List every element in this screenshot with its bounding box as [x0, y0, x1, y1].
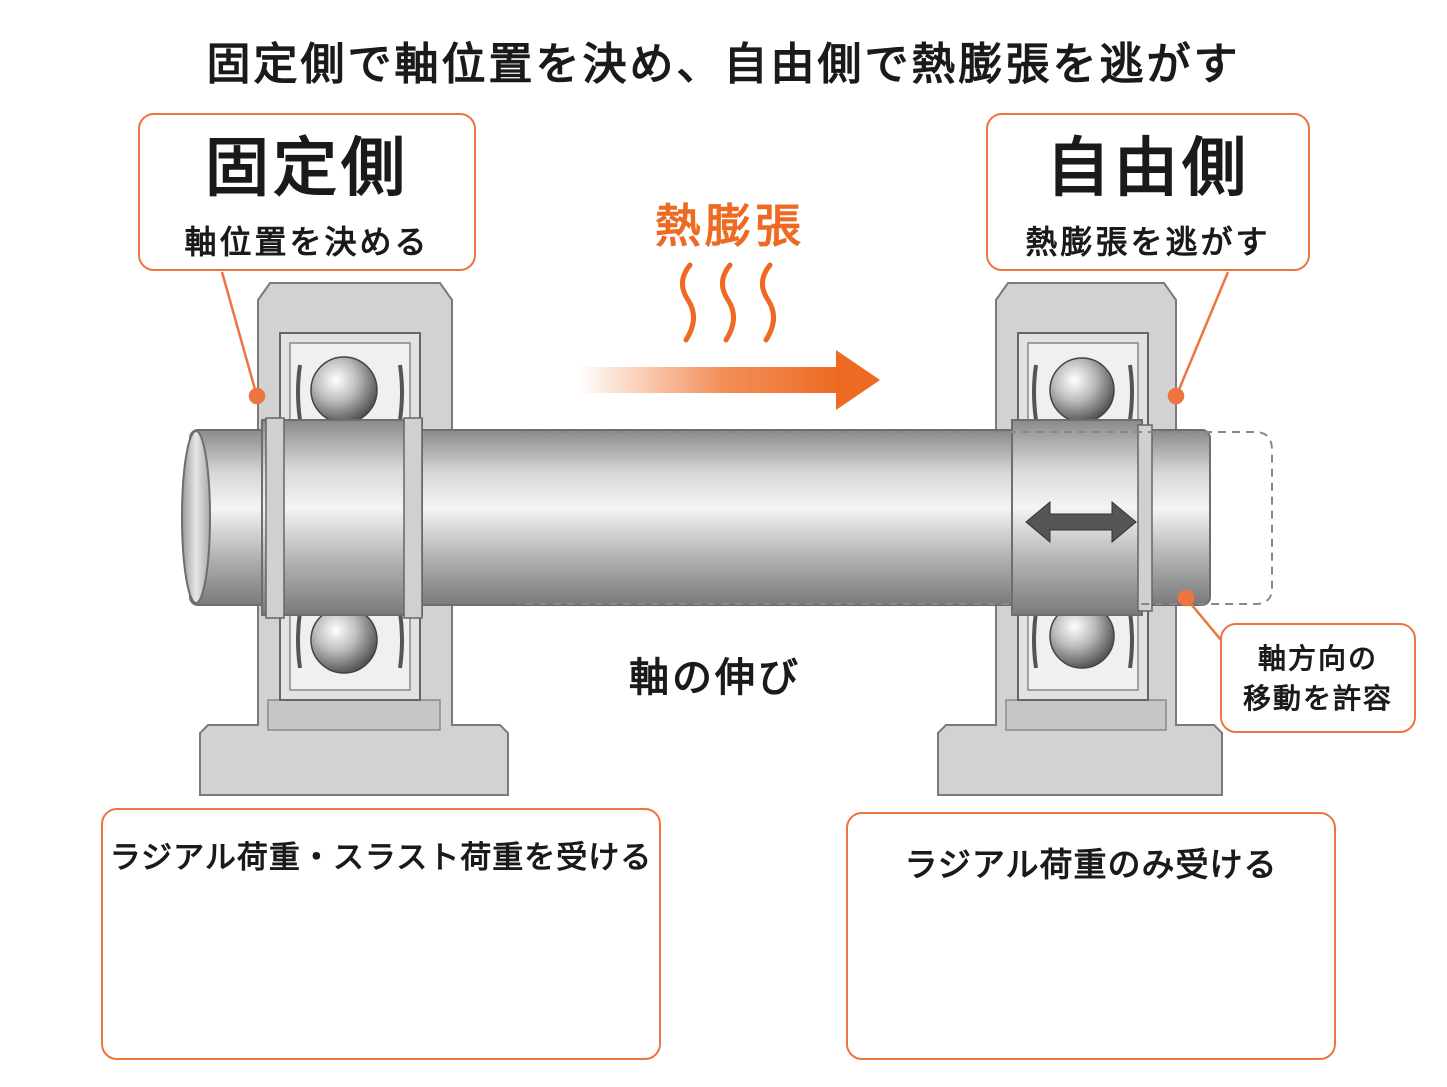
axial-callout-line1: 軸方向の [1257, 642, 1378, 675]
shaft-elongation-label: 軸の伸び [629, 655, 801, 701]
expansion-outline [518, 431, 1273, 605]
callout-leaders [220, 271, 1230, 647]
fixed-side-callout: 固定側 軸位置を決める [138, 113, 476, 271]
double-arrow-icon [1025, 500, 1137, 544]
free-load-panel-title: ラジアル荷重のみ受ける [904, 845, 1278, 884]
axial-callout-line2: 移動を許容 [1242, 682, 1393, 715]
fixed-side-heading: 固定側 [205, 132, 409, 206]
free-load-panel: ラジアル荷重のみ受ける [846, 812, 1336, 1060]
axial-movement-callout: 軸方向の 移動を許容 [1220, 623, 1416, 733]
heat-arrow-icon [578, 350, 880, 410]
heat-waves-icon [680, 262, 776, 343]
fixed-side-description: 軸位置を決める [184, 223, 430, 261]
ball-icon [310, 356, 378, 424]
free-side-heading: 自由側 [1046, 132, 1250, 206]
ball-icon [310, 606, 378, 674]
fixed-load-panel: ラジアル荷重・スラスト荷重を受ける [101, 808, 661, 1060]
fixed-load-panel-title: ラジアル荷重・スラスト荷重を受ける [109, 840, 653, 876]
page-title: 固定側で軸位置を決め、自由側で熱膨張を逃がす [206, 39, 1241, 90]
free-side-description: 熱膨張を逃がす [1025, 223, 1271, 261]
free-side-callout: 自由側 熱膨張を逃がす [986, 113, 1310, 271]
ball-icon [1049, 357, 1115, 423]
heat-label: 熱膨張 [655, 199, 805, 253]
